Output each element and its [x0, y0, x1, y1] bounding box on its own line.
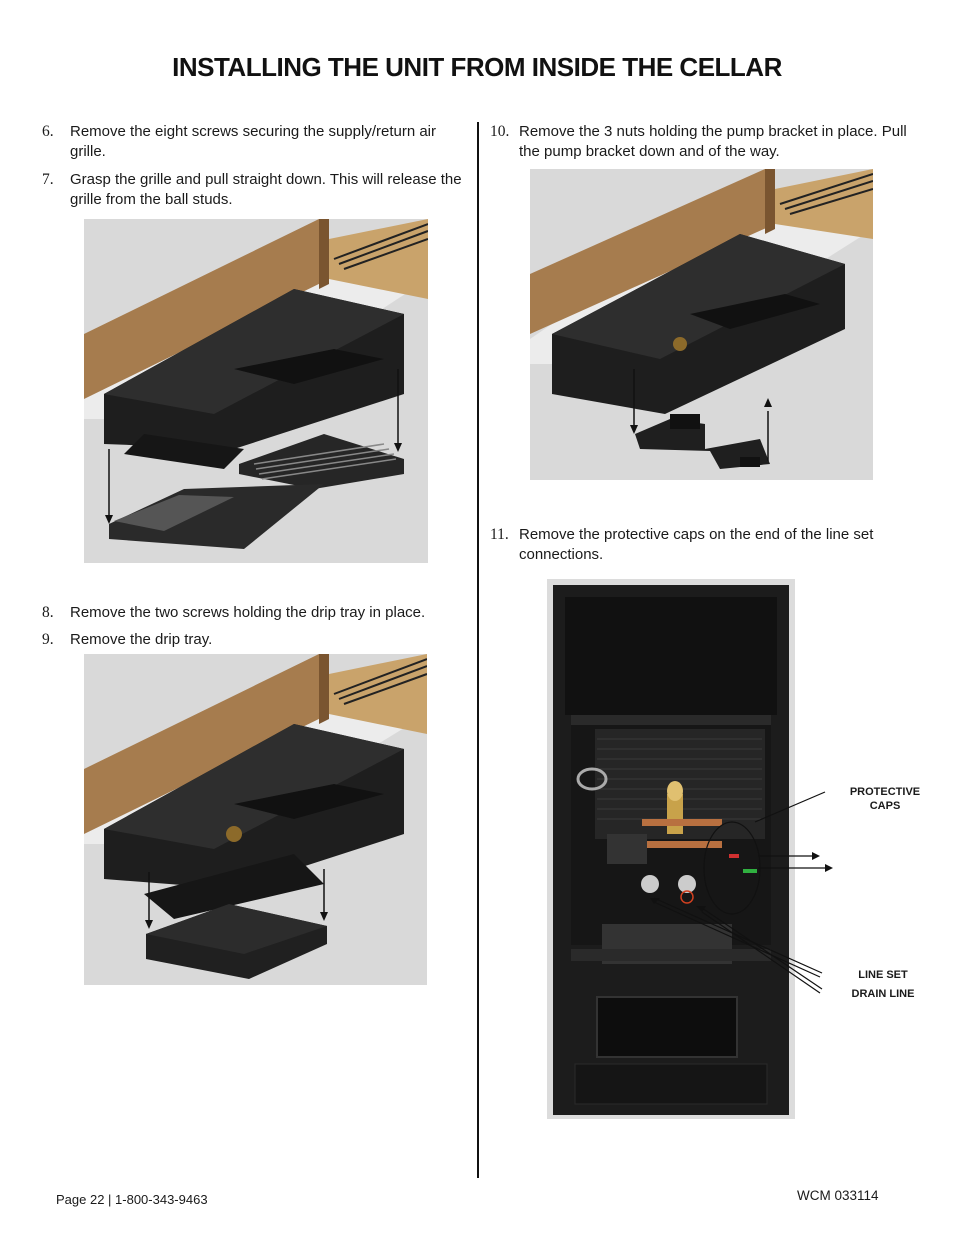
- callout-text: PROTECTIVE: [849, 786, 921, 798]
- step-7: 7. Grasp the grille and pull straight do…: [42, 170, 472, 212]
- page-title: INSTALLING THE UNIT FROM INSIDE THE CELL…: [172, 52, 782, 82]
- drip-tray-removal-illustration: [84, 654, 427, 985]
- step-text: Remove the two screws holding the drip t…: [70, 604, 426, 621]
- step-number: 10.: [490, 123, 510, 140]
- step-number: 6.: [42, 123, 54, 140]
- callout-protective-caps: PROTECTIVE CAPS: [840, 785, 930, 813]
- callout-drain-line: DRAIN LINE: [851, 988, 915, 1000]
- step-number: 11.: [490, 526, 509, 543]
- step-10: 10. Remove the 3 nuts holding the pump b…: [490, 122, 920, 164]
- callout-line-set: LINE SET: [858, 969, 908, 981]
- footer-doc-code: WCM 033114: [797, 1188, 879, 1203]
- grille-removal-illustration: [84, 219, 428, 563]
- step-text: Grasp the grille and pull straight down.…: [70, 171, 462, 208]
- pump-bracket-illustration: [530, 169, 873, 480]
- callout-leader-lines: [650, 791, 833, 994]
- step-number: 7.: [42, 171, 54, 188]
- line-set-connections-illustration: [547, 579, 795, 1119]
- column-divider: [477, 122, 479, 1178]
- step-text: Remove the 3 nuts holding the pump brack…: [519, 123, 907, 160]
- step-8: 8. Remove the two screws holding the dri…: [42, 603, 472, 625]
- step-text: Remove the eight screws securing the sup…: [70, 123, 437, 160]
- step-number: 8.: [42, 604, 54, 621]
- step-text: Remove the drip tray.: [70, 631, 213, 648]
- step-11: 11. Remove the protective caps on the en…: [490, 525, 920, 567]
- step-9: 9. Remove the drip tray.: [42, 630, 472, 652]
- step-text: Remove the protective caps on the end of…: [519, 526, 874, 563]
- callout-text: CAPS: [869, 800, 901, 812]
- step-number: 9.: [42, 631, 54, 648]
- step-6: 6. Remove the eight screws securing the …: [42, 122, 472, 164]
- footer-page-phone: Page 22 | 1-800-343-9463: [56, 1192, 208, 1207]
